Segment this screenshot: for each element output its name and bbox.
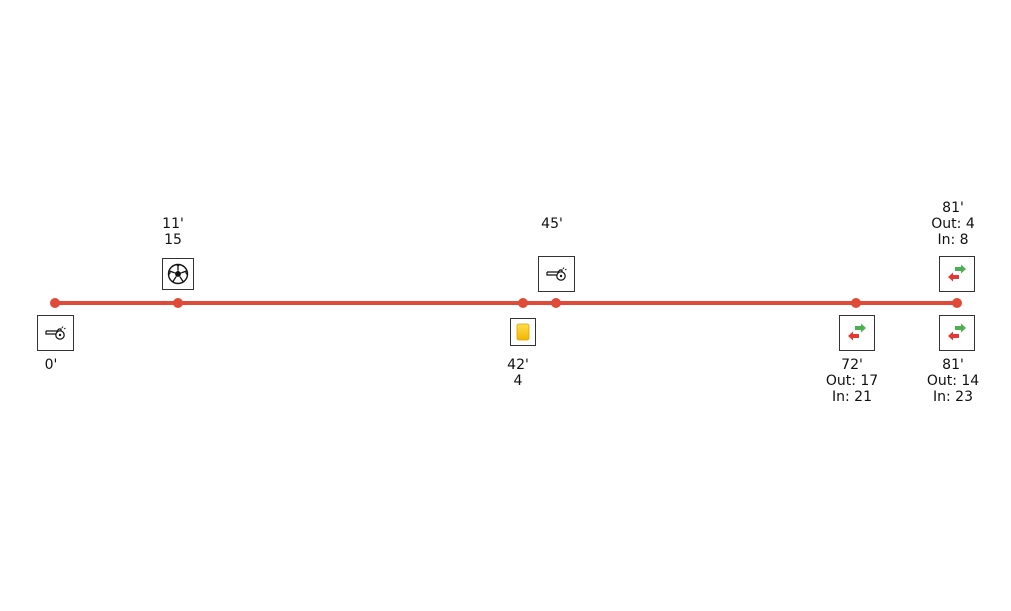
event-minute: 45' [541, 216, 563, 232]
event-halftime-box [538, 256, 575, 292]
event-player-out: Out: 4 [931, 216, 975, 232]
event-goal-box [162, 258, 194, 290]
event-halftime-label: 45' [541, 216, 563, 232]
event-substitution-72-label: 72' Out: 17 In: 21 [826, 357, 878, 405]
substitution-icon [948, 264, 966, 282]
timeline-marker-goal [173, 298, 183, 308]
substitution-icon [948, 323, 966, 341]
event-yellow-card-box [510, 318, 536, 346]
event-kickoff-box [37, 315, 74, 351]
timeline-marker-kickoff [50, 298, 60, 308]
timeline-marker-substitution-72 [851, 298, 861, 308]
event-minute: 42' [507, 357, 529, 373]
timeline-line [55, 301, 958, 305]
event-minute: 11' [162, 216, 184, 232]
event-player-number: 15 [164, 232, 182, 248]
substitution-icon [848, 323, 866, 341]
event-player-in: In: 21 [832, 389, 872, 405]
timeline-marker-yellow-card [518, 298, 528, 308]
yellow-card-icon [516, 323, 530, 341]
event-substitution-81a-box [939, 256, 975, 292]
soccer-ball-icon [167, 263, 189, 285]
event-player-in: In: 23 [933, 389, 973, 405]
event-yellow-card-label: 42' 4 [507, 357, 529, 389]
event-minute: 81' [942, 200, 964, 216]
timeline-marker-halftime [551, 298, 561, 308]
event-minute: 81' [942, 357, 964, 373]
event-substitution-81a-label: 81' Out: 4 In: 8 [931, 200, 974, 248]
event-minute: 0' [44, 357, 58, 373]
event-substitution-81b-label: 81' Out: 14 In: 23 [927, 357, 979, 405]
whistle-icon [545, 267, 567, 281]
event-player-number: 4 [513, 373, 523, 389]
event-minute: 72' [841, 357, 863, 373]
event-player-out: Out: 14 [926, 373, 980, 389]
event-kickoff-label: 0' [45, 357, 58, 373]
timeline-marker-substitution-81 [952, 298, 962, 308]
event-goal-label: 11' 15 [162, 216, 184, 248]
event-player-out: Out: 17 [825, 373, 879, 389]
event-substitution-72-box [839, 315, 875, 351]
event-substitution-81b-box [939, 315, 975, 351]
event-player-in: In: 8 [937, 232, 969, 248]
whistle-icon [44, 326, 66, 340]
